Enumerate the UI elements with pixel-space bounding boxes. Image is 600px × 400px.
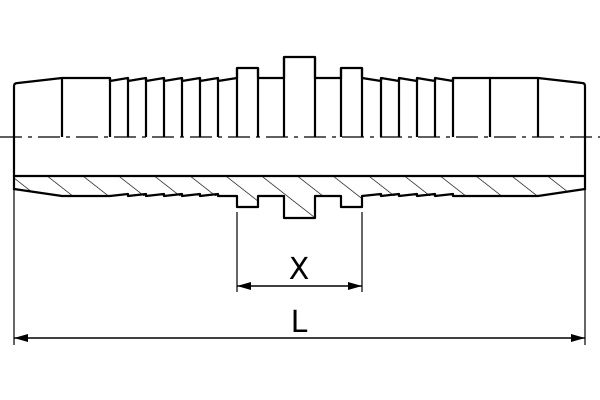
x-dimension-label: X [289, 252, 310, 287]
connector-outline [12, 55, 587, 220]
hatched-section [14, 176, 585, 218]
extension-lines [13, 190, 586, 345]
l-dimension-label: L [291, 305, 308, 340]
